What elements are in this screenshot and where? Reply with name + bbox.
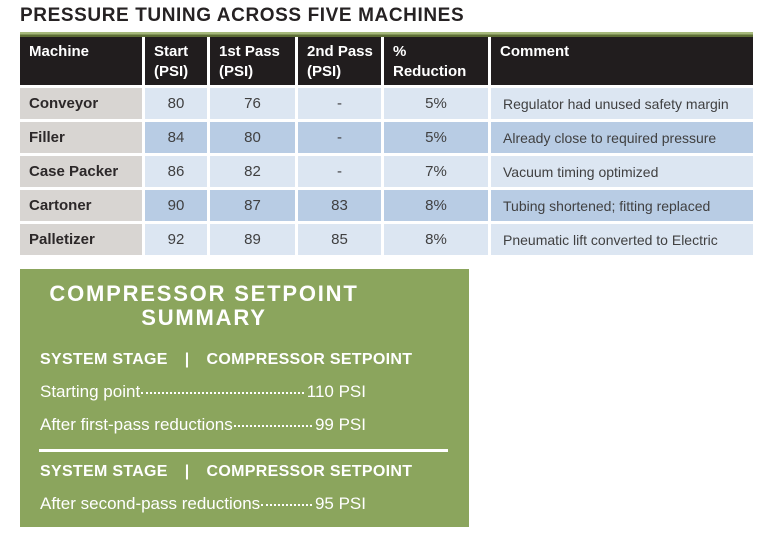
summary-row-second-pass: After second-pass reductions 95 PSI xyxy=(40,494,366,514)
summary-divider xyxy=(39,448,448,452)
dot-leader xyxy=(233,424,312,427)
reduction-cell: 7% xyxy=(384,156,488,187)
second-pass-cell: 83 xyxy=(298,190,381,221)
comment-cell: Vacuum timing optimized xyxy=(491,156,753,187)
summary-row-label: After second-pass reductions xyxy=(40,493,261,513)
machine-cell: Conveyor xyxy=(20,88,142,119)
first-pass-cell: 76 xyxy=(210,88,295,119)
comment-cell: Regulator had unused safety margin xyxy=(491,88,753,119)
first-pass-cell: 82 xyxy=(210,156,295,187)
first-pass-cell: 80 xyxy=(210,122,295,153)
first-pass-cell: 87 xyxy=(210,190,295,221)
table-grid: Machine Start (PSI) 1st Pass (PSI) 2nd P… xyxy=(20,37,753,255)
start-psi-cell: 80 xyxy=(145,88,207,119)
summary-row-starting-point: Starting point 110 PSI xyxy=(40,382,366,402)
start-psi-cell: 90 xyxy=(145,190,207,221)
compressor-setpoint-summary-box: COMPRESSOR SETPOINT SUMMARY SYSTEM STAGE… xyxy=(20,269,469,527)
pressure-tuning-table: Machine Start (PSI) 1st Pass (PSI) 2nd P… xyxy=(20,32,753,255)
machine-cell: Cartoner xyxy=(20,190,142,221)
summary-row-label: Starting point xyxy=(40,381,141,401)
column-header-percent-reduction: % Reduction xyxy=(384,37,488,85)
summary-row-label: After first-pass reductions xyxy=(40,414,233,434)
column-header-machine: Machine xyxy=(20,37,142,85)
comment-cell: Already close to required pressure xyxy=(491,122,753,153)
first-pass-cell: 89 xyxy=(210,224,295,255)
comment-cell: Pneumatic lift converted to Electric xyxy=(491,224,753,255)
second-pass-cell: 85 xyxy=(298,224,381,255)
dot-leader xyxy=(141,391,304,394)
reduction-cell: 5% xyxy=(384,122,488,153)
section1-header: SYSTEM STAGE|COMPRESSOR SETPOINT xyxy=(40,350,413,368)
second-pass-cell: - xyxy=(298,156,381,187)
summary-row-value: 110 PSI xyxy=(306,381,366,401)
second-pass-cell: - xyxy=(298,88,381,119)
machine-cell: Filler xyxy=(20,122,142,153)
summary-title: COMPRESSOR SETPOINT SUMMARY xyxy=(40,282,368,330)
column-header-first-pass-psi: 1st Pass (PSI) xyxy=(210,37,295,85)
summary-row-value: 99 PSI xyxy=(314,414,366,434)
section2-header: SYSTEM STAGE|COMPRESSOR SETPOINT xyxy=(40,462,413,480)
summary-row-value: 95 PSI xyxy=(314,493,366,513)
column-header-comment: Comment xyxy=(491,37,753,85)
column-header-start-psi: Start (PSI) xyxy=(145,37,207,85)
second-pass-cell: - xyxy=(298,122,381,153)
page-title: PRESSURE TUNING ACROSS FIVE MACHINES xyxy=(20,5,465,26)
summary-title-line2: SUMMARY xyxy=(141,304,267,330)
start-psi-cell: 86 xyxy=(145,156,207,187)
reduction-cell: 8% xyxy=(384,224,488,255)
reduction-cell: 5% xyxy=(384,88,488,119)
comment-cell: Tubing shortened; fitting replaced xyxy=(491,190,753,221)
machine-cell: Palletizer xyxy=(20,224,142,255)
dot-leader xyxy=(261,503,312,506)
reduction-cell: 8% xyxy=(384,190,488,221)
table-accent-strip xyxy=(20,32,753,37)
pipe-separator: | xyxy=(184,462,190,480)
summary-row-first-pass: After first-pass reductions 99 PSI xyxy=(40,415,366,435)
summary-title-line1: COMPRESSOR SETPOINT xyxy=(49,281,359,306)
pipe-separator: | xyxy=(184,350,190,368)
column-header-second-pass-psi: 2nd Pass (PSI) xyxy=(298,37,381,85)
start-psi-cell: 84 xyxy=(145,122,207,153)
start-psi-cell: 92 xyxy=(145,224,207,255)
machine-cell: Case Packer xyxy=(20,156,142,187)
